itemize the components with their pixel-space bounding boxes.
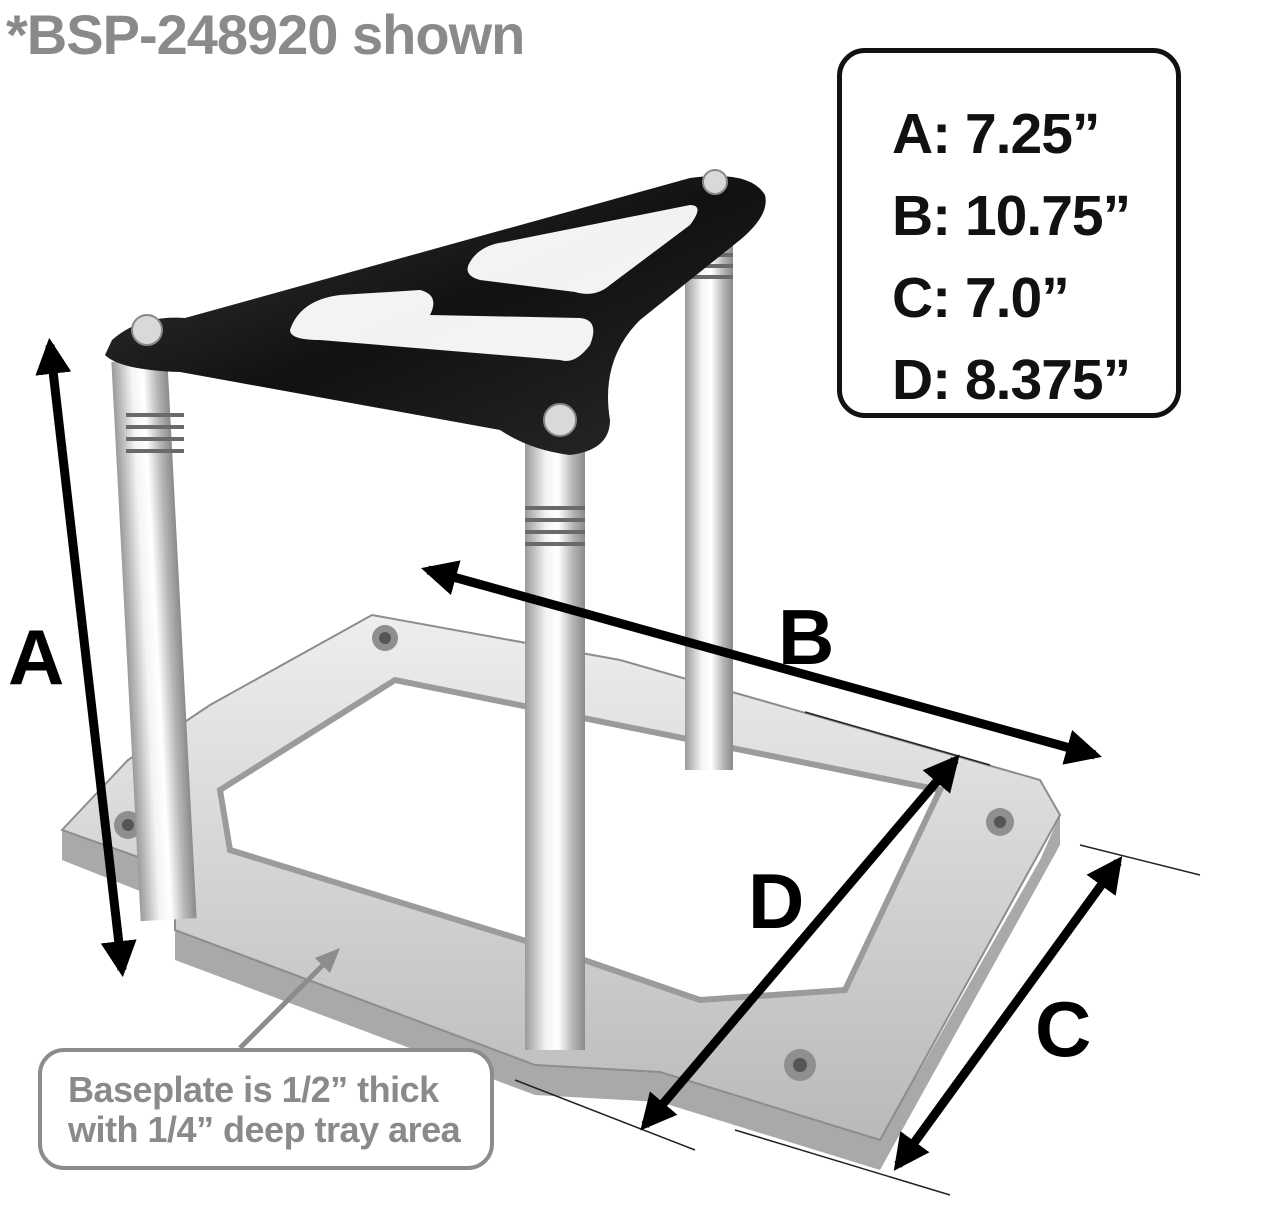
spec-c: C: 7.0”: [892, 266, 1070, 330]
spec-b: B: 10.75”: [892, 184, 1131, 248]
model-number-caption: *BSP-248920 shown: [6, 3, 525, 66]
spec-d: D: 8.375”: [892, 348, 1131, 412]
dimension-label-c: C: [1035, 985, 1092, 1073]
dimension-arrow-b: [421, 560, 1102, 765]
dimension-label-d: D: [748, 857, 805, 945]
dimension-arrows: [35, 337, 1123, 1171]
dimension-label-b: B: [778, 593, 835, 681]
callout-leader: [238, 948, 340, 1050]
spec-a: A: 7.25”: [892, 102, 1100, 166]
dimension-spec-box: A: 7.25” B: 10.75” C: 7.0” D: 8.375”: [837, 48, 1181, 418]
baseplate-note-callout: Baseplate is 1/2” thick with 1/4” deep t…: [38, 1048, 494, 1170]
note-line-1: Baseplate is 1/2” thick: [68, 1069, 439, 1110]
dimension-arrow-a: [35, 337, 137, 978]
rear-right-post: [685, 240, 733, 770]
note-line-2: with 1/4” deep tray area: [68, 1109, 461, 1150]
top-plate: [105, 169, 766, 455]
dimension-label-a: A: [8, 613, 65, 701]
dimension-arrow-d: [640, 754, 960, 1131]
front-right-post: [525, 420, 585, 1050]
